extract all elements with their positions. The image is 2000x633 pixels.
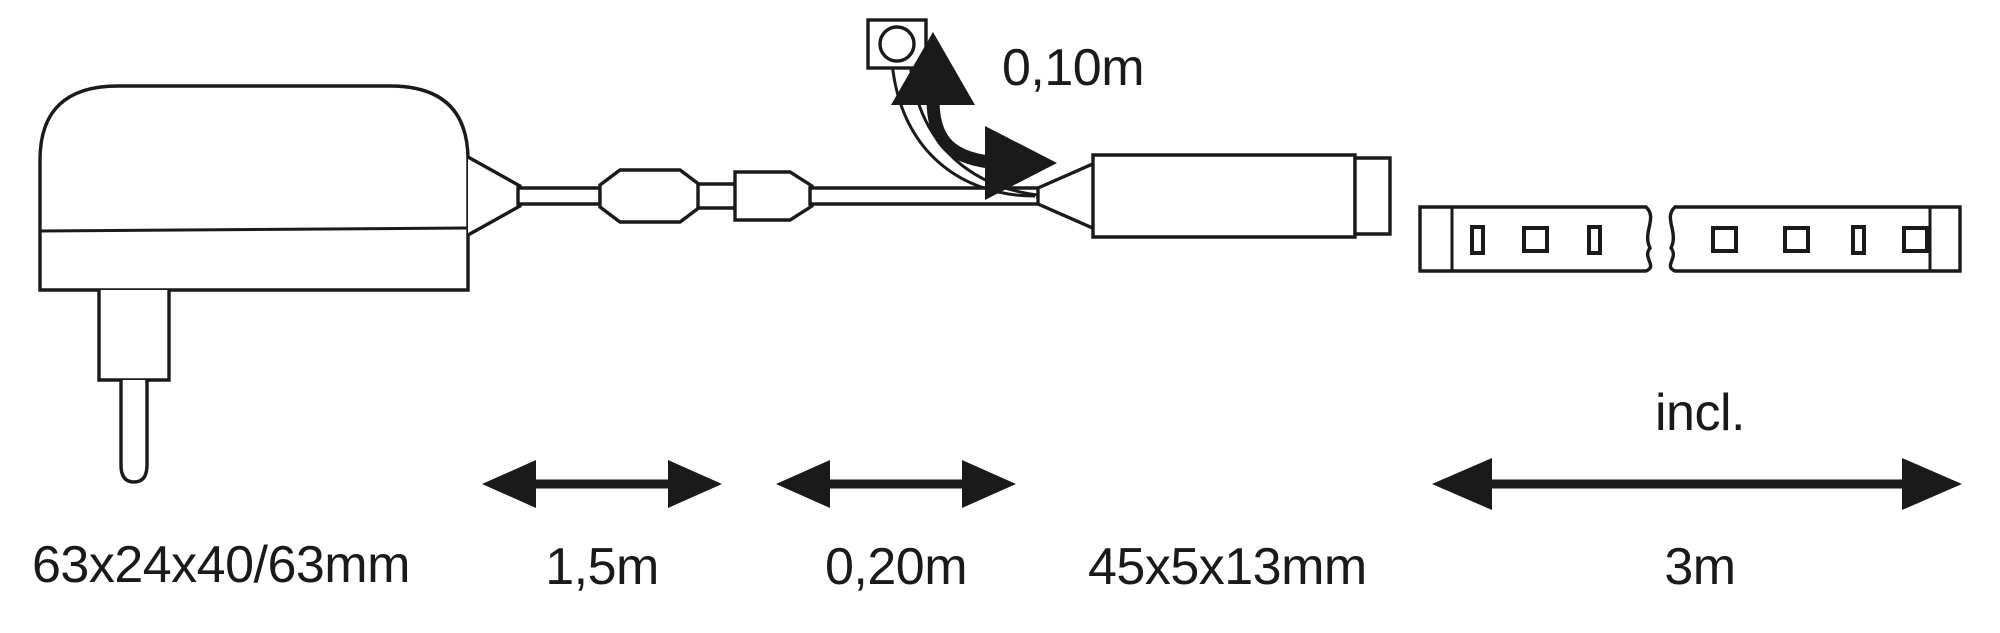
primary-cable <box>516 186 602 206</box>
controller-body <box>1091 153 1357 239</box>
dim-arrow-head-left <box>482 460 536 508</box>
dimension-arrow-secondary-cable <box>776 460 1016 508</box>
plug-pin-prong <box>119 380 149 484</box>
label-controller-dimensions: 45x5x13mm <box>1088 538 1367 596</box>
curve-arrow-head-right <box>985 126 1057 200</box>
controller-module <box>1036 153 1392 239</box>
label-power-supply-dimensions: 63x24x40/63mm <box>32 536 410 594</box>
dim-arrow-head-right <box>668 460 722 508</box>
dimension-arrow-primary-cable <box>482 460 722 508</box>
dimension-arrow-led-strip <box>1432 458 1962 510</box>
power-supply-plug <box>38 84 470 484</box>
curve-arrow-head-up <box>891 32 975 105</box>
led-element <box>1783 226 1810 253</box>
strain-relief <box>467 155 522 237</box>
dim-arrow-head-right <box>962 460 1016 508</box>
label-primary-cable-length: 1,5m <box>545 538 659 596</box>
male-connector-body <box>598 168 702 224</box>
sensor-eye-icon <box>878 25 916 63</box>
label-sensor-lead-length: 0,10m <box>1002 39 1145 97</box>
dim-arrow-head-left <box>1432 458 1492 510</box>
dim-arrow-head-left <box>776 460 830 508</box>
led-strip-right-body <box>1668 205 1962 273</box>
strain-relief-cone <box>467 155 522 237</box>
female-connector-body <box>733 170 814 222</box>
led-element <box>1902 226 1929 253</box>
led-element <box>1711 226 1738 253</box>
dim-arrow-head-right <box>1902 458 1962 510</box>
led-element <box>1587 225 1602 255</box>
secondary-cable-line <box>808 186 1042 206</box>
label-strip-included-note: incl. <box>1655 384 1745 442</box>
female-connector <box>733 170 814 222</box>
sensor-adjust-arrow <box>891 32 1057 200</box>
led-element <box>1522 226 1549 253</box>
label-strip-length: 3m <box>1664 538 1736 596</box>
label-secondary-cable-length: 0,20m <box>824 538 968 596</box>
secondary-cable <box>808 186 1042 206</box>
power-supply-housing <box>38 84 470 292</box>
sensor-wire-outer <box>890 61 1036 198</box>
led-element <box>1470 225 1485 255</box>
primary-cable-line <box>516 186 602 206</box>
controller-end-cap <box>1353 156 1392 236</box>
power-supply-seam <box>40 226 468 233</box>
plug-pin-base <box>97 290 171 382</box>
led-element <box>1851 225 1866 255</box>
led-strip-left-segment <box>1418 205 1653 273</box>
male-connector <box>598 168 742 224</box>
led-strip-right-segment <box>1668 205 1962 273</box>
controller-funnel <box>1036 160 1097 232</box>
